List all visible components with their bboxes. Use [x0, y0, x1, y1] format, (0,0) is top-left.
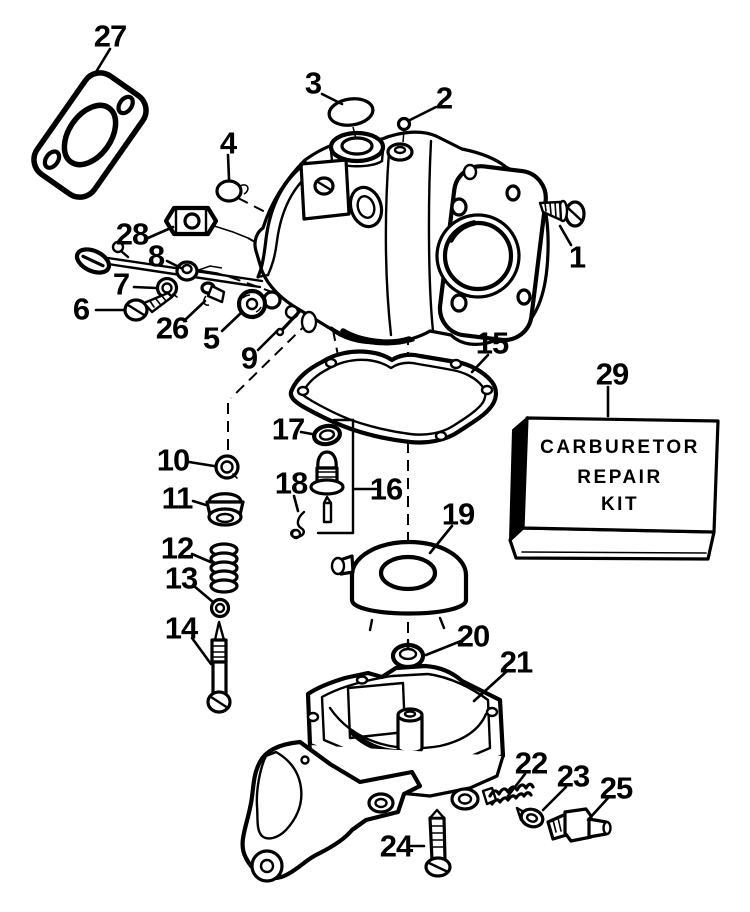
- body-nut-boss: [386, 142, 414, 162]
- part-12-spring: [209, 542, 239, 594]
- callout-label-23: 23: [557, 759, 590, 794]
- kit-box-line-1: CARBURETOR: [540, 437, 700, 458]
- part-8-nut: [175, 260, 199, 282]
- leader-line-23: [541, 785, 568, 812]
- callout-label-22: 22: [515, 746, 547, 781]
- leader-line-20: [424, 639, 463, 657]
- part-10-ring: [214, 454, 240, 480]
- callout-label-9: 9: [241, 341, 258, 376]
- part-23-washer: [519, 807, 545, 829]
- part-26-needle-valve: [200, 281, 226, 306]
- part-17-o-ring: [312, 423, 342, 447]
- leader-line-4: [226, 153, 231, 181]
- kit-box-line-3: KIT: [601, 494, 639, 515]
- leader-line-17: [299, 430, 314, 436]
- part-6-screw: [123, 291, 174, 322]
- leader-line-9: [256, 329, 279, 352]
- part-13-washer: [209, 597, 231, 619]
- part-1-screw: [538, 199, 586, 228]
- leader-line-25: [586, 796, 610, 822]
- leader-line-11: [191, 499, 208, 507]
- part-24-screw: [424, 808, 452, 878]
- leader-line-21: [472, 670, 508, 703]
- callout-label-4: 4: [220, 126, 238, 161]
- part-16-needle-valve: [309, 450, 345, 524]
- callout-label-16: 16: [370, 472, 403, 507]
- body-fuel-filler-neck: [328, 130, 386, 168]
- leader-line-7: [132, 285, 158, 290]
- leader-line-14: [190, 636, 213, 666]
- leader-line-1: [558, 224, 573, 247]
- body-square-boss: [299, 158, 351, 221]
- callout-label-11: 11: [162, 481, 194, 516]
- part-19-float: [330, 539, 469, 632]
- callout-label-5: 5: [203, 321, 220, 356]
- part-18-clip: [289, 510, 306, 540]
- callout-label-20: 20: [457, 619, 489, 654]
- callout-label-24: 24: [380, 829, 414, 864]
- callout-label-25: 25: [600, 771, 633, 806]
- leader-line-13: [192, 584, 215, 604]
- part-20-grommet: [390, 638, 426, 670]
- part-28-hex-nut: [163, 205, 219, 237]
- callout-label-21: 21: [500, 645, 533, 680]
- leader-line-12: [190, 552, 215, 565]
- callout-label-8: 8: [148, 239, 165, 274]
- callout-label-15: 15: [476, 326, 509, 361]
- part-21-mounting-bracket: [240, 739, 423, 883]
- leader-line-22: [506, 772, 527, 798]
- body-mounting-flange: [435, 163, 548, 343]
- callout-label-12: 12: [161, 531, 193, 566]
- part-11-packing-nut: [205, 492, 245, 527]
- callout-label-18: 18: [275, 466, 308, 501]
- callout-label-27: 27: [94, 19, 126, 54]
- part-5-washer: [236, 288, 268, 320]
- callout-label-1: 1: [569, 240, 586, 275]
- leader-line-3: [320, 92, 344, 106]
- callout-label-7: 7: [113, 267, 129, 302]
- part-4-ball: [215, 179, 249, 203]
- part-27-gasket: [31, 70, 149, 200]
- part-21-float-bowl: [240, 663, 506, 883]
- callout-label-13: 13: [165, 561, 198, 596]
- callout-label-19: 19: [442, 497, 475, 532]
- leader-line-10: [187, 460, 216, 468]
- part-16-bracket: [316, 418, 355, 535]
- callout-label-17: 17: [272, 412, 304, 447]
- leader-line-19: [428, 524, 454, 555]
- leader-line-26: [183, 299, 207, 322]
- callout-label-28: 28: [116, 217, 149, 252]
- leader-line-28: [146, 225, 175, 240]
- kit-box-line-2: REPAIR: [577, 467, 662, 488]
- leader-line-2: [406, 105, 438, 123]
- carburetor-repair-kit-box: CARBURETOR REPAIR KIT: [508, 415, 720, 561]
- leader-line-18: [292, 494, 300, 513]
- callout-label-10: 10: [157, 443, 189, 478]
- callout-label-3: 3: [305, 66, 322, 101]
- callout-label-6: 6: [73, 292, 90, 327]
- carburetor-body: [74, 130, 550, 346]
- body-side-port-boss: [348, 185, 384, 229]
- part-14-needle-screw: [206, 620, 232, 714]
- callout-label-14: 14: [165, 611, 199, 646]
- part-3-cover-disc: [327, 97, 375, 140]
- leader-line-8: [165, 259, 183, 270]
- part-25-fitting: [546, 807, 612, 843]
- part-7-lock-washer: [155, 276, 179, 300]
- callout-label-29: 29: [596, 357, 629, 392]
- leader-line-27: [94, 47, 112, 74]
- callout-label-2: 2: [436, 81, 452, 116]
- leader-line-15: [470, 353, 490, 374]
- leader-line-5: [220, 310, 244, 333]
- leader-lines: [94, 47, 610, 848]
- callout-label-26: 26: [156, 311, 189, 346]
